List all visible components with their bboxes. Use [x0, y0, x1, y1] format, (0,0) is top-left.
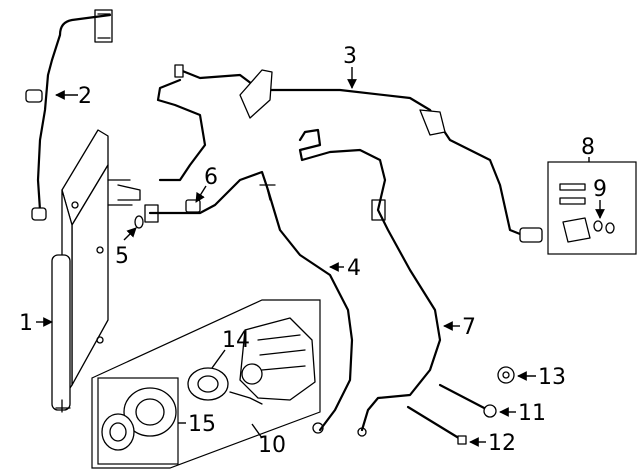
callout-9: 9	[593, 177, 607, 202]
stud-12	[406, 405, 467, 445]
callout-15: 15	[188, 412, 216, 437]
callout-4: 4	[347, 256, 361, 281]
callout-1: 1	[19, 311, 33, 336]
condenser	[51, 129, 141, 413]
callout-5: 5	[115, 244, 129, 269]
callout-2: 2	[78, 84, 92, 109]
callout-10: 10	[258, 433, 286, 458]
fitting-6	[185, 199, 201, 213]
pressure-line	[25, 9, 113, 221]
bolt-11	[438, 383, 497, 418]
callout-6: 6	[204, 165, 218, 190]
refrigerant-line-4	[144, 170, 354, 434]
nut-13	[497, 366, 515, 384]
leader-lines	[36, 67, 605, 447]
callout-8: 8	[581, 135, 595, 160]
clutch-kit-15-box	[97, 377, 179, 465]
callout-14: 14	[222, 328, 250, 353]
callout-3: 3	[343, 44, 357, 69]
callout-12: 12	[488, 431, 516, 456]
refrigerant-line-7	[298, 128, 442, 437]
callout-11: 11	[518, 401, 546, 426]
callout-7: 7	[462, 315, 476, 340]
compressor-box	[91, 299, 321, 469]
kit-8-box	[547, 161, 637, 255]
refrigerant-line-3	[156, 64, 543, 243]
o-ring-5	[134, 215, 144, 229]
callout-13: 13	[538, 365, 566, 390]
